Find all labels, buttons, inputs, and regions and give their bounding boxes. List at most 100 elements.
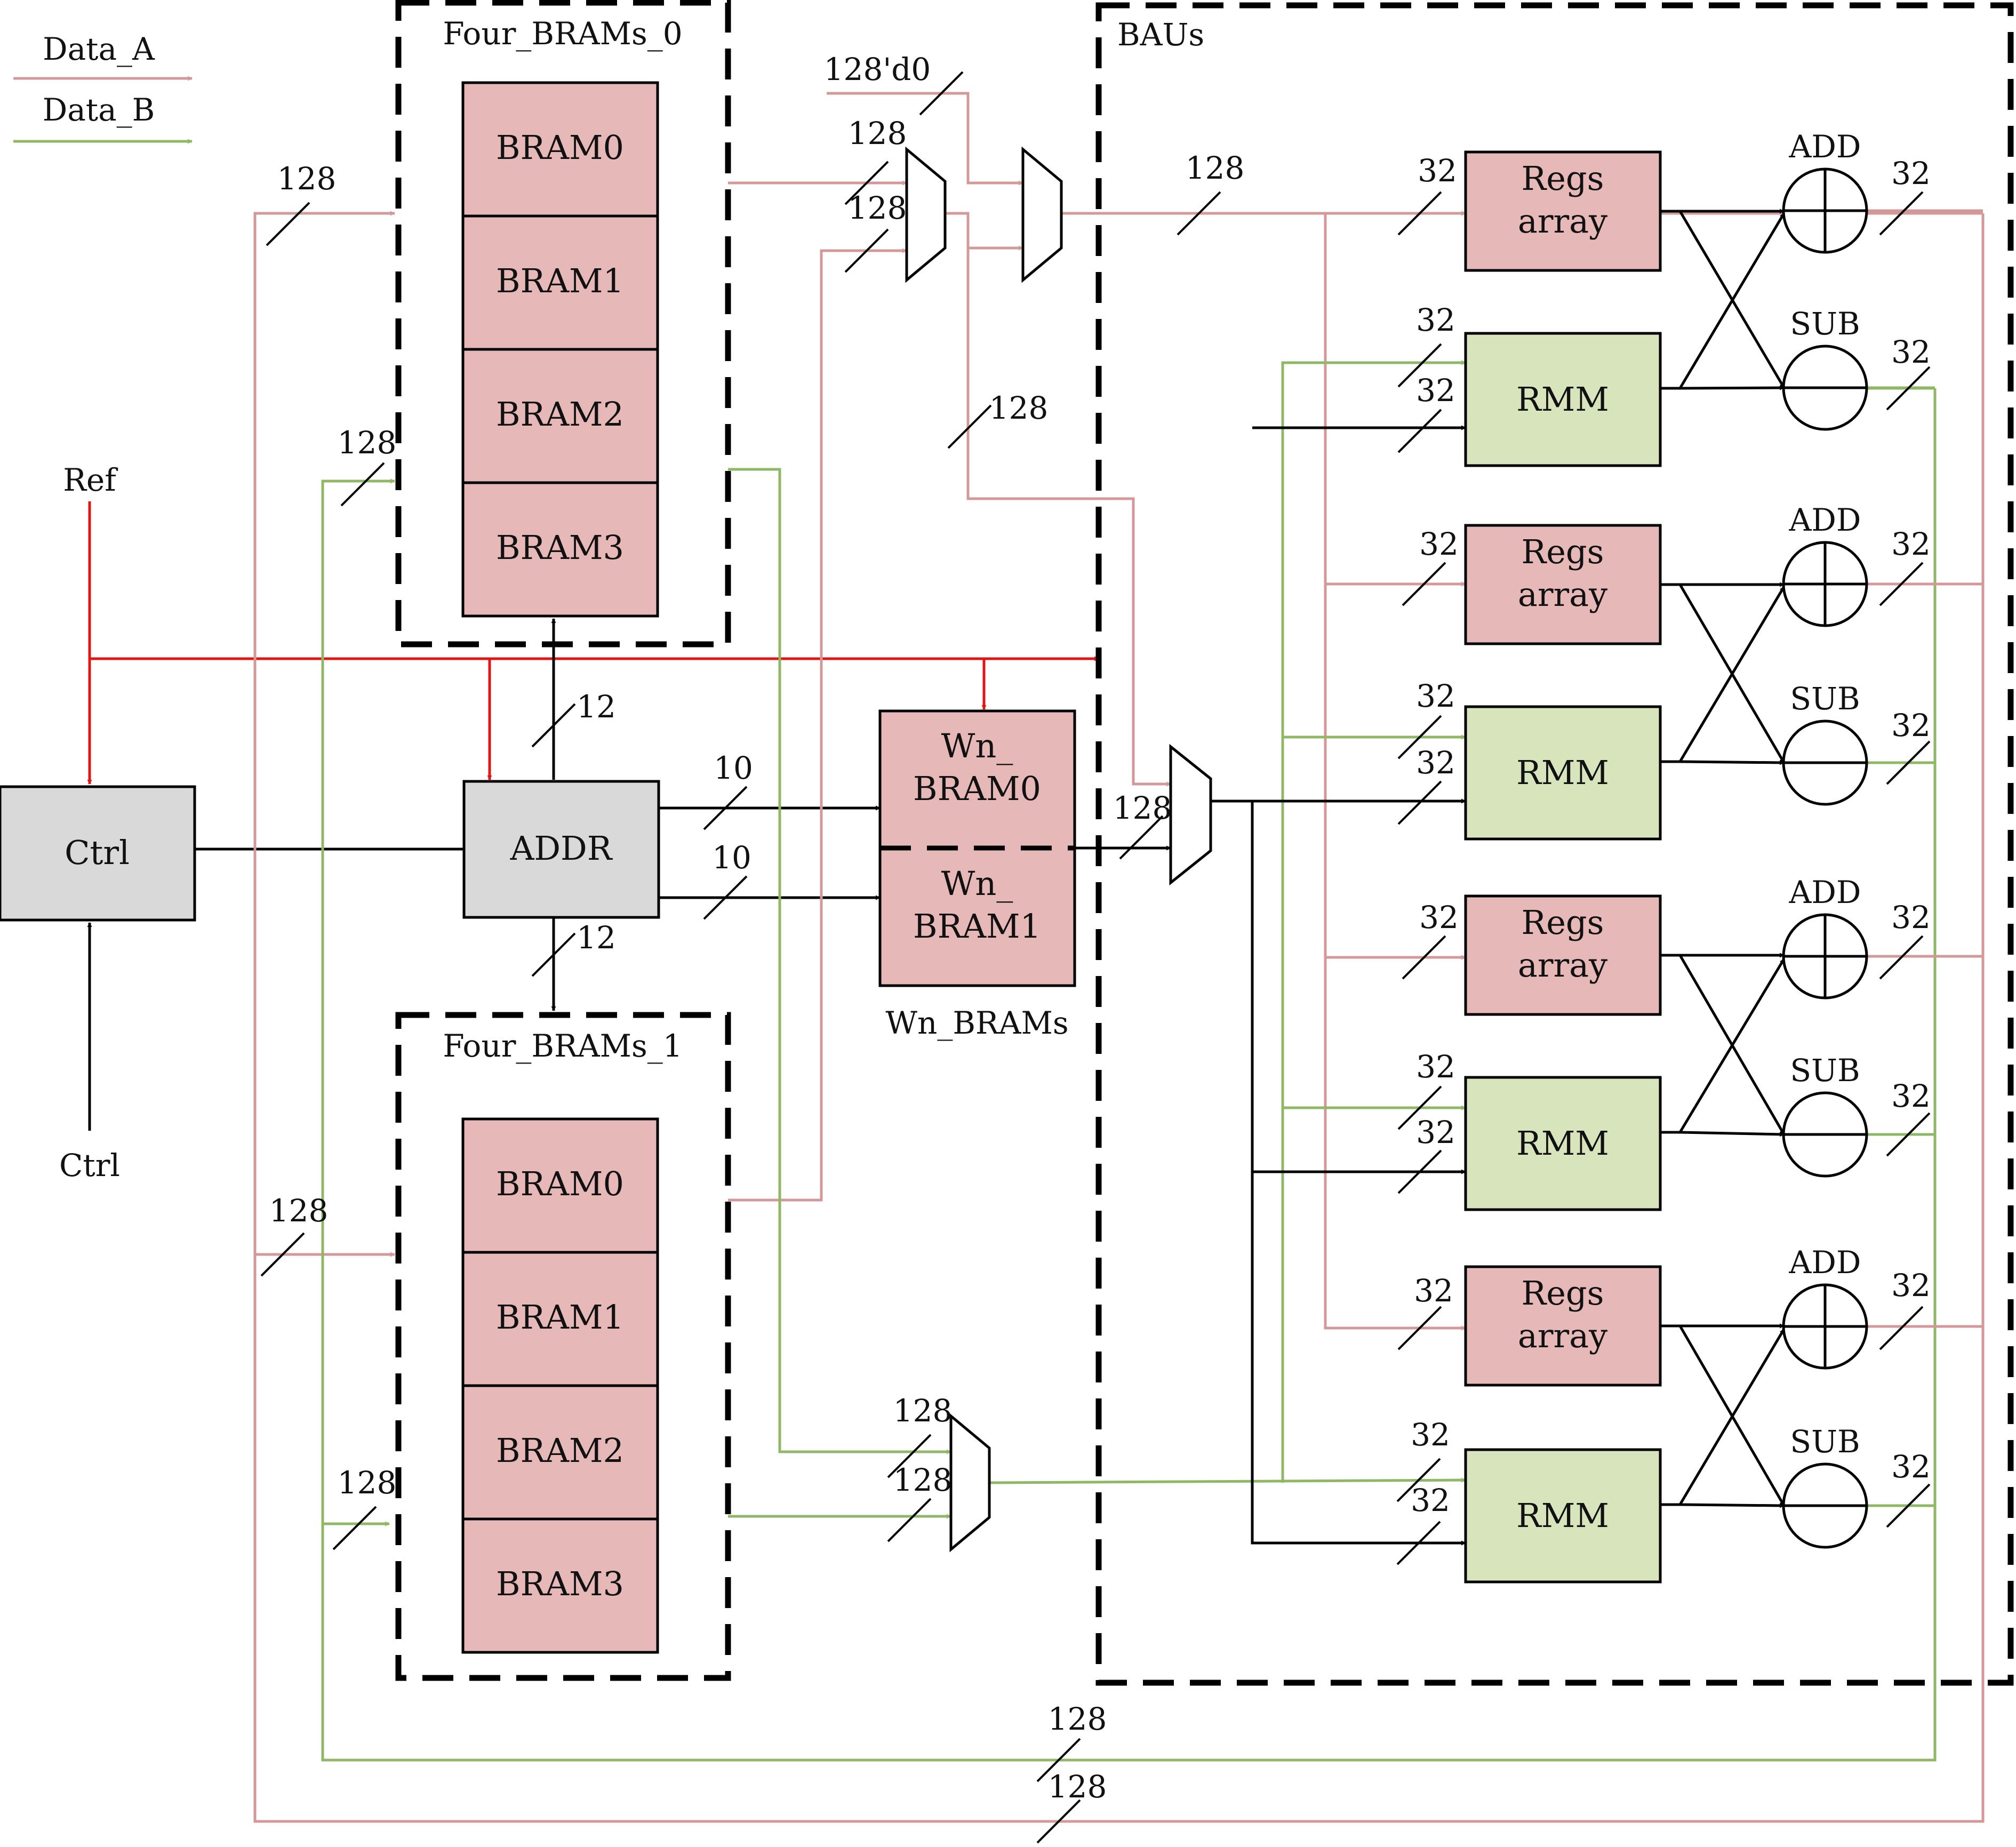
rmm-block [1464, 1076, 1662, 1211]
mux-1 [905, 146, 947, 283]
bus-width-label: 128 [338, 1465, 397, 1501]
bram-label: BRAM3 [496, 528, 624, 567]
regs-array-block [1464, 150, 1662, 272]
sub-label: SUB [1790, 1052, 1860, 1089]
bus-tick [1397, 191, 1442, 236]
regs-array-block [1464, 1265, 1662, 1387]
add-label: ADD [1789, 129, 1861, 165]
bus-width-label: 32 [1416, 372, 1455, 409]
bus-width-label: 128 [1113, 790, 1172, 826]
rmm-label: RMM [1516, 1124, 1609, 1163]
regs-array-block [1464, 524, 1662, 645]
bus-tick [1397, 780, 1442, 825]
bus-tick [1397, 1306, 1442, 1350]
bram-label: BRAM1 [496, 1298, 624, 1337]
sub-label: SUB [1790, 1424, 1860, 1460]
bus-tick [1886, 366, 1931, 411]
bus-tick [1397, 715, 1442, 759]
addr-block [462, 780, 660, 919]
bus-tick [703, 875, 748, 920]
bram-cell [461, 1517, 659, 1654]
mux1-to-mux2 [945, 212, 1023, 251]
bram-cell [461, 214, 659, 351]
sub-label: SUB [1790, 306, 1860, 342]
bus-width-label: 128 [893, 1393, 953, 1429]
bus-width-label: 32 [1411, 1482, 1450, 1518]
four-brams-1-to-mux1 [728, 248, 907, 1202]
mux-2 [1021, 146, 1063, 283]
add-label: ADD [1789, 874, 1861, 910]
bus-tick [1879, 935, 1924, 980]
rmm-label: RMM [1516, 1496, 1609, 1535]
bus-width-label: 128 [893, 1462, 953, 1498]
rmm-bus-green [1281, 360, 1466, 1483]
bus-tick [919, 71, 964, 116]
four-brams-0-to-mux4 [728, 468, 951, 1454]
bram-label: BRAM1 [496, 261, 624, 300]
rmm-to-sub [1660, 760, 1785, 765]
bus-width-label: 128 [1048, 1701, 1107, 1737]
rmm-to-sub [1660, 1131, 1785, 1137]
bus-width-label: 32 [1416, 302, 1455, 338]
sub-label: SUB [1790, 681, 1860, 717]
bus-tick [1397, 1149, 1442, 1194]
bram-label: BRAM2 [496, 395, 624, 434]
rmm-block [1464, 332, 1662, 467]
bram-cell [461, 348, 659, 484]
labels: Data_AData_BRefCtrl121210101281281281281… [43, 15, 1931, 1805]
bram-label: BRAM2 [496, 1431, 624, 1470]
bus-tick [1397, 409, 1442, 453]
rmm-to-add [1678, 586, 1786, 763]
bus-tick [531, 932, 576, 977]
bram-label: BRAM0 [496, 1164, 624, 1203]
bram-cell [461, 1251, 659, 1387]
bus-tick [887, 1434, 932, 1478]
bus-width-label: 128 [989, 390, 1049, 426]
data-b-feedback-to-four-brams-0 [321, 388, 1937, 1762]
bus-tick [1036, 1738, 1081, 1782]
bus-tick [887, 1498, 932, 1542]
rmm-label: RMM [1516, 380, 1609, 419]
mux1-to-mux3 [966, 248, 1171, 787]
bus-width-label: 128 [338, 425, 397, 461]
rmm-to-add [1678, 1328, 1786, 1506]
ctrl-block [0, 785, 196, 922]
bus-width-label: 32 [1416, 1114, 1455, 1150]
rmm-to-add [1678, 212, 1786, 389]
bus-tick [332, 1506, 377, 1550]
bus-tick [703, 786, 748, 830]
bus-tick [266, 202, 310, 246]
bus-width-label: 128 [848, 115, 907, 151]
bus-tick [844, 228, 889, 273]
const-zero-label: 128'd0 [824, 51, 931, 87]
bus-width-label: 32 [1419, 899, 1459, 936]
bus-width-label: 12 [577, 689, 616, 725]
bus-width-label: 32 [1411, 1417, 1450, 1453]
bram-label: BRAM3 [496, 1564, 624, 1603]
regs-array-block [1464, 894, 1662, 1016]
bus-tick [1886, 740, 1931, 785]
rmm-label: RMM [1516, 753, 1609, 792]
bus-width-label: 32 [1891, 1449, 1931, 1485]
baus-frame [1095, 2, 2014, 1686]
bus-width-label: 10 [714, 750, 753, 786]
four-brams-1-title: Four_BRAMs_1 [443, 1028, 682, 1064]
rmm-to-add [1678, 958, 1786, 1133]
add-label: ADD [1789, 1244, 1861, 1281]
bus-width-label: 32 [1891, 899, 1931, 936]
wn-bram0-label: Wn_BRAM0 [913, 726, 1041, 808]
bus-tick [1886, 1112, 1931, 1157]
bus-tick [1177, 191, 1221, 236]
four-brams-1-frame [395, 1012, 731, 1681]
bram-label: BRAM0 [496, 128, 624, 167]
bram-cell [461, 1384, 659, 1521]
bus-width-label: 128 [277, 161, 337, 197]
mux-3 [1169, 743, 1212, 886]
ctrl-input-label: Ctrl [59, 1147, 120, 1184]
bus-width-label: 128 [269, 1193, 329, 1229]
bus-tick [1879, 191, 1924, 236]
rmm-to-sub [1660, 1503, 1785, 1508]
